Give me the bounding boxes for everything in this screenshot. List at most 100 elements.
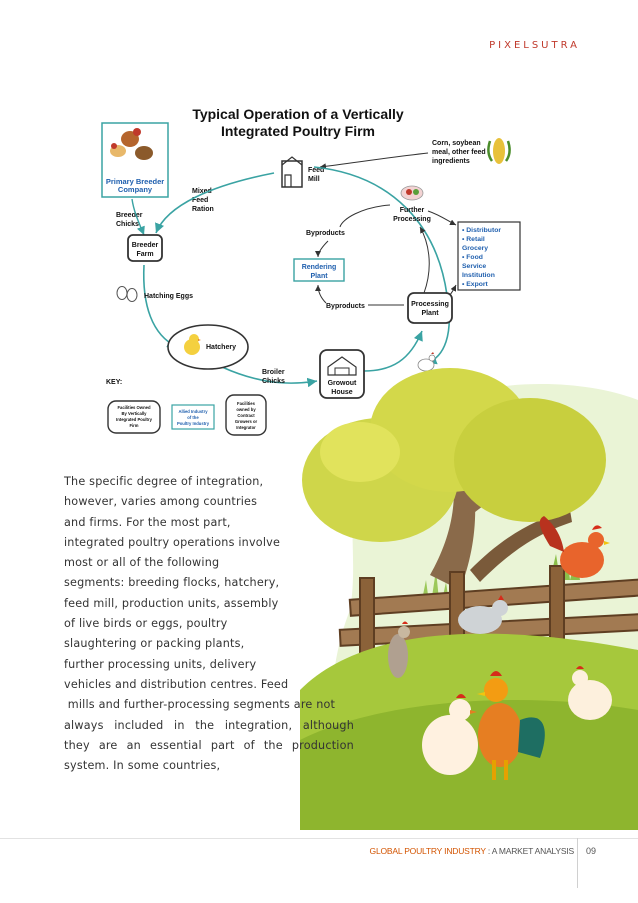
chick-icon — [184, 334, 201, 355]
body-word: they — [64, 738, 90, 752]
diagram-title-line2: Integrated Poultry Firm — [221, 123, 375, 139]
arrow-further-to-byproducts — [339, 204, 391, 228]
page-number: 09 — [586, 846, 597, 856]
primary-breeder-label-2: Company — [118, 185, 153, 194]
arrow-hatchery-to-growout — [221, 366, 318, 388]
colorful-rooster-icon — [477, 671, 545, 780]
arrow-further-to-distribution — [427, 210, 457, 226]
feed-mill-label-1: Feed — [308, 167, 324, 174]
tree-canopy — [320, 422, 400, 482]
byproducts-bottom-label: Byproducts — [326, 303, 365, 310]
body-word: an — [126, 738, 141, 752]
processing-plant-label-2: Plant — [421, 310, 439, 317]
processing-plant-box — [407, 292, 453, 324]
footer-rule — [0, 838, 638, 839]
growout-house-label-1: Growout — [328, 380, 357, 387]
rooster-icon — [539, 516, 610, 578]
body-word: of — [243, 738, 255, 752]
key-contract-box — [225, 394, 267, 436]
key-label: KEY: — [106, 379, 122, 386]
arrow-ingredients-to-mill — [319, 152, 429, 170]
body-line: most or all of the following — [64, 556, 220, 570]
right-hen-icon — [568, 666, 612, 720]
breeder-farm-box — [127, 234, 163, 262]
body-word: integration, — [224, 718, 293, 732]
feed-ingredients-label-1: Corn, soybean — [432, 140, 481, 147]
breeder-chicks-label-1: Breeder — [116, 212, 143, 219]
arrow-mill-to-breeder-farm — [155, 172, 275, 234]
distribution-item-3: Grocery — [462, 245, 488, 252]
breeder-farm-label-2: Farm — [136, 251, 153, 258]
body-line: however, varies among countries — [64, 495, 258, 509]
rendering-plant-box — [293, 258, 345, 282]
body-line: The specific degree of integration, — [64, 475, 264, 488]
mixed-feed-label-2: Feed — [192, 197, 208, 204]
further-processing-label-2: Processing — [393, 216, 431, 223]
footer-title: GLOBAL POULTRY INDUSTRY : A MARKET ANALY… — [369, 846, 575, 856]
body-line: and firms. For the most part, — [64, 515, 231, 529]
diagram-title-line1: Typical Operation of a Vertically — [192, 106, 404, 122]
body-line: feed mill, production units, assembly — [64, 596, 279, 610]
distribution-item-1: • Distributor — [462, 227, 501, 234]
body-line: of live birds or eggs, poultry — [64, 617, 228, 631]
arrow-mill-to-growout — [313, 166, 451, 365]
key-contract-line-4: Growers or — [235, 419, 258, 424]
body-word: the — [263, 738, 283, 752]
corn-icon — [487, 138, 511, 164]
arrow-processing-to-further — [419, 226, 430, 294]
key-contract-line-5: Integrator — [236, 425, 256, 430]
body-line: further processing units, delivery — [64, 657, 257, 671]
body-word: in — [174, 718, 185, 732]
tree-trunk — [430, 460, 476, 590]
broiler-chicks-label-1: Broiler — [262, 369, 285, 376]
arrow-byproducts-up-to-rendering — [315, 284, 327, 304]
key-owned-line-4: Firm — [129, 423, 138, 428]
body-line: slaughtering or packing plants, — [64, 637, 245, 651]
hatchery-label: Hatchery — [206, 344, 236, 351]
breeder-farm-label-1: Breeder — [132, 242, 159, 249]
body-justified-line: always included in the integration, alth… — [64, 716, 354, 736]
body-line: segments: breeding flocks, hatchery, — [64, 576, 280, 590]
body-word: included — [114, 718, 164, 732]
tree-canopy — [454, 398, 606, 522]
key-owned-line-2: By Vertically — [122, 411, 148, 416]
distribution-item-4: • Food — [462, 254, 483, 261]
key-owned-line-1: Facilities Owned — [117, 405, 150, 410]
growout-house-box — [319, 349, 365, 399]
footer-accent: GLOBAL POULTRY INDUSTRY — [369, 846, 486, 856]
body-paragraph: The specific degree of integration, howe… — [64, 472, 354, 776]
body-word: although — [302, 718, 354, 732]
hatching-eggs-label: Hatching Eggs — [144, 293, 193, 300]
distribution-box — [457, 221, 521, 291]
rendering-plant-label-2: Plant — [310, 273, 328, 280]
body-line: system. In some countries, — [64, 759, 221, 773]
arrow-breeder-company-to-farm — [131, 198, 145, 236]
body-justified-line: they are an essential part of the produc… — [64, 736, 354, 756]
further-processing-label-1: Further — [400, 207, 425, 214]
eggs-icon — [116, 286, 138, 302]
body-word: the — [195, 718, 215, 732]
footer-rest: : A MARKET ANALYSIS — [485, 846, 574, 856]
white-hen-icon — [422, 694, 478, 775]
key-allied-line-2: of the — [187, 415, 199, 420]
key-allied-box — [171, 404, 215, 430]
breeder-chicks-label-2: Chicks — [116, 221, 139, 228]
mixed-feed-label-3: Ration — [192, 206, 214, 213]
feed-ingredients-label-2: meal, other feed — [432, 149, 486, 156]
distribution-item-5: Service — [462, 263, 486, 270]
brand-wordmark: PIXELSUTRA — [489, 40, 580, 51]
body-word: essential — [149, 738, 202, 752]
body-word: production — [291, 738, 354, 752]
key-allied-line-1: Allied Industry — [178, 409, 208, 414]
body-line: vehicles and distribution centres. Feed — [64, 677, 289, 691]
key-contract-line-1: Facilities — [237, 401, 256, 406]
hen-icon — [417, 352, 436, 372]
body-word: are — [98, 738, 118, 752]
distribution-item-2: • Retail — [462, 236, 485, 243]
arrow-byproducts-to-rendering — [315, 240, 329, 258]
primary-breeder-label-1: Primary Breeder — [106, 177, 164, 186]
rendering-plant-label-1: Rendering — [302, 264, 337, 271]
body-line: integrated poultry operations involve — [64, 535, 281, 549]
byproducts-top-label: Byproducts — [306, 230, 345, 237]
arrow-growout-to-processing — [363, 330, 423, 372]
